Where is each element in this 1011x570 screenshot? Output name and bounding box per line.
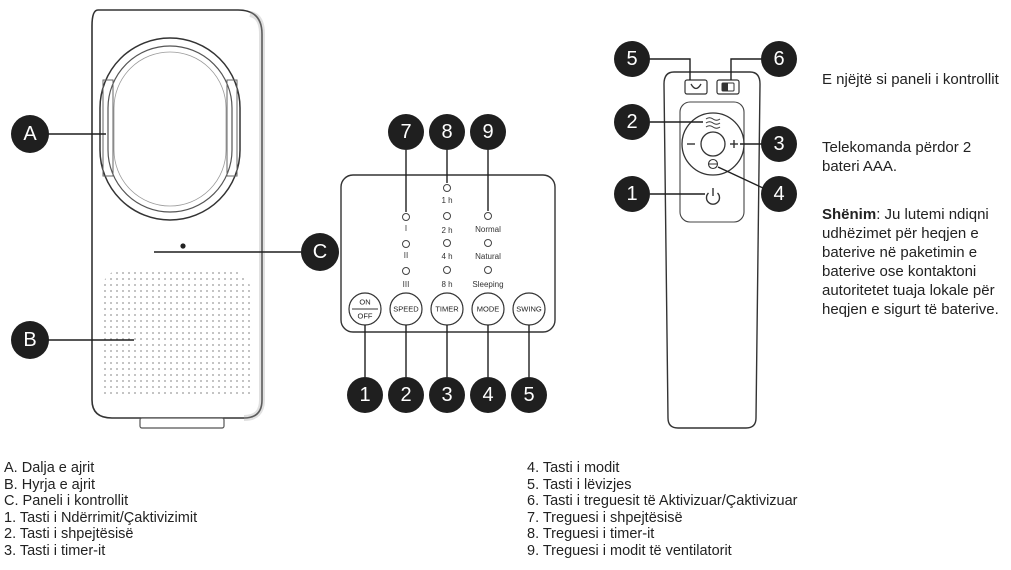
callout-remote-1: 1 — [614, 176, 705, 212]
svg-text:6: 6 — [773, 48, 784, 70]
speed-label-2: II — [404, 251, 408, 260]
legend-item: 2. Tasti i shpejtësisë — [4, 526, 134, 543]
legend-item: 3. Tasti i timer-it — [4, 542, 106, 559]
svg-text:3: 3 — [773, 133, 784, 155]
legend-item: 1. Tasti i Ndërrimit/Çaktivizimit — [4, 509, 198, 526]
remote-control — [663, 71, 761, 429]
svg-text:SWING: SWING — [516, 305, 542, 314]
mode-label-3: Sleeping — [472, 280, 503, 289]
callout-panel-8: 8 — [429, 114, 465, 183]
speed-led-1 — [402, 213, 410, 221]
remote-indicator-button[interactable] — [716, 79, 740, 95]
callout-panel-3: 3 — [429, 325, 465, 413]
same-as-panel-note: E njëjtë si paneli i kontrollit — [822, 71, 999, 88]
on-off-button[interactable]: ON OFF — [348, 292, 382, 326]
timer-led-3 — [443, 239, 451, 247]
legend-item: 9. Treguesi i modit të ventilatorit — [527, 542, 732, 559]
legend-item: 6. Tasti i treguesit të Aktivizuar/Çakti… — [527, 493, 798, 510]
svg-text:2: 2 — [626, 111, 637, 133]
note-label: Shënim — [822, 206, 877, 223]
speed-led-3 — [402, 267, 410, 275]
svg-text:TIMER: TIMER — [435, 305, 459, 314]
svg-text:8: 8 — [441, 121, 452, 143]
svg-text:3: 3 — [441, 384, 452, 406]
control-panel: I II III 1 h 2 h 4 h 8 h Normal Natural … — [340, 174, 556, 333]
callout-panel-1: 1 — [347, 325, 383, 413]
svg-text:5: 5 — [523, 384, 534, 406]
callout-A: A — [11, 115, 106, 153]
callout-panel-7: 7 — [388, 114, 424, 212]
callout-panel-4: 4 — [470, 325, 506, 413]
callout-remote-2: 2 — [614, 104, 703, 140]
remote-power-button[interactable] — [705, 188, 721, 205]
callout-panel-2: 2 — [388, 325, 424, 413]
timer-label-1: 1 h — [441, 196, 452, 205]
legend-item: 7. Treguesi i shpejtësisë — [527, 509, 683, 526]
callout-remote-6: 6 — [730, 41, 797, 80]
disposal-note: Shënim: Ju lutemi ndiqni udhëzimet për h… — [822, 205, 1008, 319]
wind-icon[interactable] — [705, 117, 721, 129]
svg-text:SPEED: SPEED — [393, 305, 419, 314]
fan-device — [91, 9, 265, 429]
legend-item: A. Dalja e ajrit — [4, 460, 95, 476]
speed-button[interactable]: SPEED — [389, 292, 423, 326]
air-inlet-grille — [100, 268, 252, 396]
mode-label-2: Natural — [475, 252, 501, 261]
svg-text:ON: ON — [359, 298, 370, 307]
svg-text:5: 5 — [626, 48, 637, 70]
callout-remote-3: 3 — [740, 126, 797, 162]
timer-led-1 — [443, 184, 451, 192]
speed-label-3: III — [403, 280, 410, 289]
svg-text:7: 7 — [400, 121, 411, 143]
timer-button[interactable]: TIMER — [430, 292, 464, 326]
callout-remote-5: 5 — [614, 41, 691, 80]
speed-label-1: I — [405, 224, 407, 233]
remote-led-button[interactable] — [684, 79, 708, 95]
legend-item: C. Paneli i kontrollit — [4, 493, 129, 510]
mode-led-2 — [484, 239, 492, 247]
timer-label-3: 4 h — [441, 252, 452, 261]
timer-label-2: 2 h — [441, 226, 452, 235]
timer-label-4: 8 h — [441, 280, 452, 289]
callout-C: C — [154, 233, 339, 271]
svg-text:4: 4 — [773, 183, 784, 205]
timer-led-4 — [443, 266, 451, 274]
legend-item: 8. Treguesi i timer-it — [527, 526, 655, 543]
svg-text:OFF: OFF — [358, 312, 373, 321]
legend-item: 4. Tasti i modit — [527, 460, 620, 476]
svg-text:1: 1 — [359, 384, 370, 406]
svg-text:1: 1 — [626, 183, 637, 205]
svg-text:2: 2 — [400, 384, 411, 406]
air-outlet — [99, 37, 241, 221]
mode-led-3 — [484, 266, 492, 274]
callout-panel-9: 9 — [470, 114, 506, 211]
batteries-note: Telekomanda përdor 2 bateri AAA. — [822, 139, 972, 175]
callout-remote-4: 4 — [717, 166, 797, 212]
remote-center-button[interactable] — [700, 131, 726, 157]
swing-button[interactable]: SWING — [512, 292, 546, 326]
callout-B: B — [11, 321, 134, 359]
legend-right: 4. Tasti i modit 5. Tasti i lëvizjes 6. … — [527, 460, 798, 560]
speed-led-2 — [402, 240, 410, 248]
svg-text:A: A — [23, 123, 37, 145]
mode-led-1 — [484, 212, 492, 220]
sensor-dot — [180, 243, 186, 249]
callout-panel-5: 5 — [511, 325, 547, 413]
legend-item: B. Hyrja e ajrit — [4, 476, 96, 493]
svg-text:B: B — [23, 329, 36, 351]
timer-led-2 — [443, 212, 451, 220]
legend-left: A. Dalja e ajrit B. Hyrja e ajrit C. Pan… — [4, 460, 197, 560]
plus-icon[interactable] — [730, 140, 738, 148]
swing-icon[interactable] — [707, 158, 719, 170]
svg-text:4: 4 — [482, 384, 493, 406]
legend-item: 5. Tasti i lëvizjes — [527, 476, 632, 493]
note-text: : Ju lutemi ndiqni udhëzimet për heqjen … — [822, 206, 999, 318]
mode-button[interactable]: MODE — [471, 292, 505, 326]
svg-text:MODE: MODE — [477, 305, 500, 314]
svg-text:9: 9 — [482, 121, 493, 143]
svg-text:C: C — [313, 241, 327, 263]
mode-label-1: Normal — [475, 225, 501, 234]
